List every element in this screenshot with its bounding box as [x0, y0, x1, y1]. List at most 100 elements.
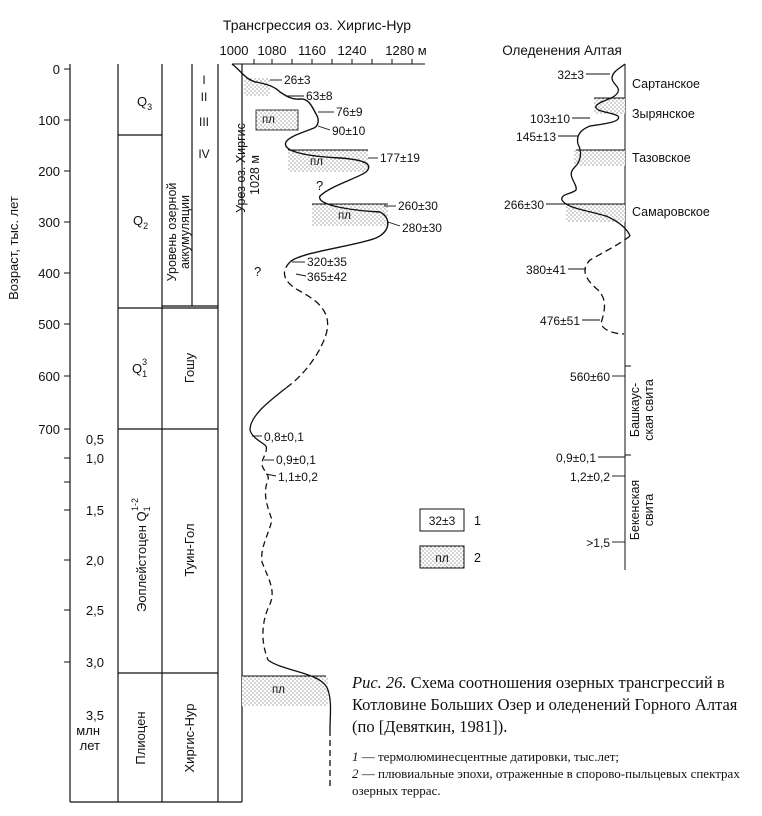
y-tick-kyr: 500: [38, 317, 60, 332]
accumulation-level-label: Уровень озерной: [165, 183, 179, 282]
glaciation-date: 0,9±0,1: [556, 451, 596, 465]
transgression-curve: [231, 63, 389, 263]
lake-date: 26±3: [284, 73, 311, 87]
y-tick-kyr: 100: [38, 113, 60, 128]
lake-date: 0,8±0,1: [264, 430, 304, 444]
glaciation-date: >1,5: [586, 536, 610, 550]
terrace-roman-numeral: I: [202, 73, 205, 87]
y-tick-myr: 1,5: [86, 503, 104, 518]
pluvial-box: [242, 78, 388, 706]
y-tick-kyr: 700: [38, 422, 60, 437]
caption-note-number: 1: [352, 749, 359, 764]
pluvial-label: пл: [310, 156, 323, 168]
glaciation-date: 103±10: [530, 112, 570, 126]
transgression-curve-inferred: [261, 445, 273, 661]
glaciation-stage-label: Зырянское: [632, 107, 695, 121]
goshu-label: Гошу: [182, 352, 197, 383]
caption-note-number: 2: [352, 766, 359, 781]
y-tick-kyr: 200: [38, 164, 60, 179]
y-axis-label: Возраст, тыс. лет: [6, 196, 21, 300]
glaciation-date: 476±51: [540, 314, 580, 328]
legend-box-pluvial: [419, 545, 465, 569]
glaciation-date: 560±60: [570, 370, 610, 384]
beken-suite-label: свита: [642, 494, 656, 526]
caption-notes: 1 — термолюминесцентные датировки, тыс.л…: [352, 748, 754, 799]
caption-note: — термолюминесцентные датировки, тыс.лет…: [361, 749, 620, 764]
y-tick-kyr: 600: [38, 369, 60, 384]
lake-date: 260±30: [398, 199, 438, 213]
figure-caption: Рис. 26. Схема соотношения озерных транс…: [352, 672, 754, 799]
x-tick-label: 1240: [338, 43, 367, 58]
glaciation-date: 266±30: [504, 198, 544, 212]
q3-label: Q3: [137, 94, 152, 112]
caption-figure-number: Рис. 26.: [352, 673, 407, 692]
lake-date: 0,9±0,1: [276, 453, 316, 467]
eopleistocene-label: Эоплейстоцен Q11-2: [130, 498, 152, 612]
caption-text: Схема соотношения озерных трансгрессий в…: [352, 673, 738, 736]
y-tick-kyr: 400: [38, 266, 60, 281]
uncertain-mark: ?: [254, 264, 261, 279]
legend-box-pluvial-text: пл: [435, 551, 449, 565]
x-axis-ticks: [253, 59, 413, 64]
glaciation-title: Оледенения Алтая: [502, 43, 622, 58]
glaciation-stage-label: Тазовское: [632, 151, 691, 165]
legend-box-date-text: 32±3: [429, 514, 456, 528]
uncertain-mark: ?: [316, 178, 323, 193]
khirgis-nur-label: Хиргис-Нур: [182, 704, 197, 773]
caption-note: — плювиальные эпохи, отраженные в споров…: [352, 766, 740, 798]
y-tick-myr: 2,5: [86, 603, 104, 618]
lake-level-label: 1028 м: [248, 155, 262, 195]
y-tick-myr: 3,0: [86, 655, 104, 670]
y-tick-myr: 1,0: [86, 451, 104, 466]
lake-date: 320±35: [307, 255, 347, 269]
pliocene-label: Плиоцен: [133, 711, 148, 764]
q1-label: Q13: [132, 357, 147, 379]
legend-box-date: [419, 508, 465, 532]
x-tick-label: 1000: [220, 43, 249, 58]
glaciation-stage-label: Сартанское: [632, 77, 700, 91]
lake-date: 1,1±0,2: [278, 470, 318, 484]
lake-date: 365±42: [307, 270, 347, 284]
transgression-curve: [249, 387, 287, 447]
accumulation-level-label: аккумуляции: [178, 195, 192, 269]
legend-number: 2: [474, 551, 481, 565]
y-tick-myr: 0,5: [86, 432, 104, 447]
y-tick-myr: 3,5: [86, 708, 104, 723]
lake-date: 76±9: [336, 105, 363, 119]
glaciation-box: [566, 98, 625, 222]
lake-date: 63±8: [306, 89, 333, 103]
lake-date: 280±30: [402, 221, 442, 235]
glaciation-ticks: [625, 365, 631, 456]
x-tick-label: 1160: [298, 43, 326, 58]
glaciation-date: 380±41: [526, 263, 566, 277]
glaciation-stage-label: Самаровское: [632, 205, 710, 219]
bashkaus-suite-label: ская свита: [642, 379, 656, 441]
glaciation-date: 1,2±0,2: [570, 470, 610, 484]
pluvial-box-frame: [242, 149, 388, 677]
y-tick-myr: 2,0: [86, 553, 104, 568]
date-leader-lines: [252, 79, 401, 477]
y-tick-kyr: 300: [38, 215, 60, 230]
chart-title: Трансгрессия оз. Хиргис-Нур: [223, 17, 411, 33]
pluvial-label: пл: [262, 114, 275, 126]
q2-label: Q2: [133, 213, 148, 231]
glaciation-curve-inferred: [584, 235, 631, 335]
x-tick-label: 1280 м: [385, 43, 427, 58]
lake-level-label: Урез оз. Хиргис: [234, 123, 248, 213]
terrace-roman-numeral: IV: [198, 147, 209, 161]
y-tick-kyr: 0: [53, 62, 60, 77]
bashkaus-suite-label: Башкаус-: [628, 383, 642, 437]
legend: 32±3 1 пл 2: [419, 508, 481, 569]
y-axis-ticks: [64, 68, 70, 663]
y-tick-myr: млн: [76, 723, 100, 738]
lake-date: 177±19: [380, 151, 420, 165]
terrace-roman-numeral: II: [201, 90, 208, 104]
y-tick-myr: лет: [80, 738, 100, 753]
x-tick-label: 1080: [258, 43, 287, 58]
lake-date: 90±10: [332, 124, 366, 138]
beken-suite-label: Бекенская: [628, 480, 642, 540]
tuin-gol-label: Туин-Гол: [182, 523, 197, 576]
terrace-roman-numeral: III: [199, 115, 209, 129]
legend-number: 1: [474, 514, 481, 528]
